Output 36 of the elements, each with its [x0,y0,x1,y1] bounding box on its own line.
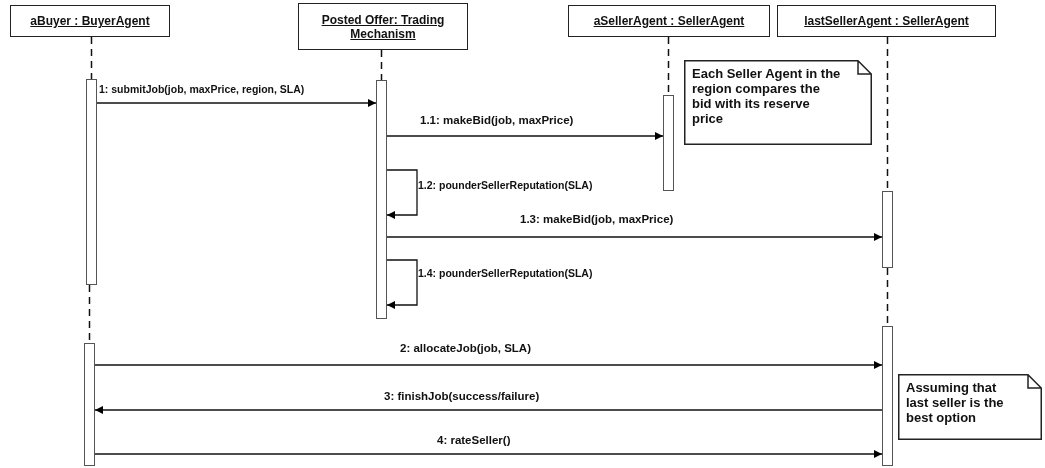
lifeline [380,49,383,81]
message-label: 1.4: pounderSellerReputation(SLA) [418,267,593,280]
note-text: Assuming that last seller is the best option [906,380,1005,425]
message-arrow [386,132,664,140]
activation-bar [882,191,893,268]
message-label: 1.3: makeBid(job, maxPrice) [520,213,674,226]
activation-bar [376,80,387,319]
message-label: 3: finishJob(success/failure) [384,390,540,403]
object-box [568,5,770,37]
object-name: aBuyer : BuyerAgent [30,14,150,28]
self-message-arrow [386,169,418,219]
message-label: 4: rateSeller() [437,434,511,447]
note [898,374,1042,440]
activation-bar [663,95,674,191]
message-label: 1.2: pounderSellerReputation(SLA) [418,179,593,192]
activation-bar [882,326,893,466]
activation-bar [86,79,97,285]
object-box [777,5,996,37]
message-label: 1: submitJob(job, maxPrice, region, SLA) [99,83,305,96]
message-arrow [96,99,377,107]
note-text: Each Seller Agent in the region compares the bid with its reserve price [692,66,842,126]
object-name: lastSellerAgent : SellerAgent [804,14,969,28]
object-name: aSellerAgent : SellerAgent [593,14,745,28]
object-name: Posted Offer: Trading Mechanism [320,12,446,41]
message-arrow [386,233,883,241]
message-arrow [94,406,883,414]
message-arrow [94,450,883,458]
self-message-arrow [386,259,418,309]
message-label: 2: allocateJob(job, SLA) [400,342,531,355]
message-arrow [94,361,883,369]
message-label: 1.1: makeBid(job, maxPrice) [420,114,574,127]
note [684,60,872,145]
lifeline [90,36,93,80]
object-box [10,5,170,37]
activation-bar [84,343,95,466]
object-box [298,3,468,50]
